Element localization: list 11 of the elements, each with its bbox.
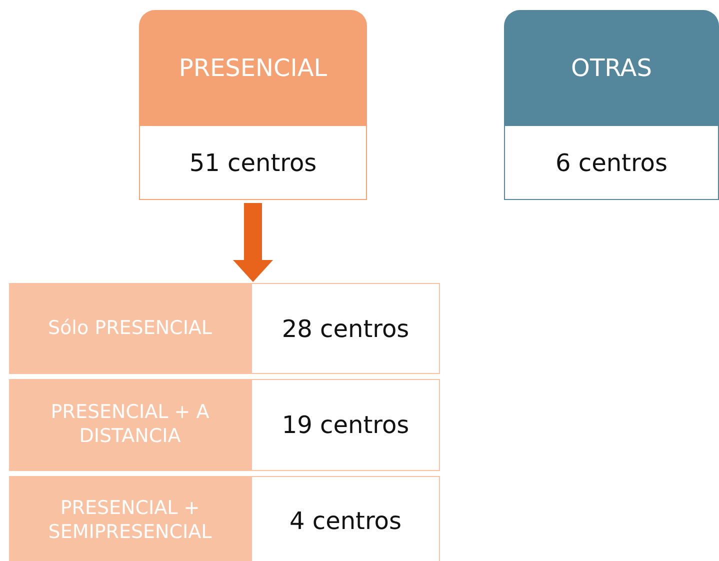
count-cell: 51 centros: [139, 125, 367, 200]
category-cell: PRESENCIAL + A DISTANCIA: [9, 379, 251, 471]
card-header: PRESENCIAL: [139, 10, 367, 125]
count-cell: 19 centros: [251, 379, 440, 471]
category-cell: PRESENCIAL + SEMIPRESENCIAL: [9, 476, 251, 561]
card-header: OTRAS: [504, 10, 719, 125]
category-cell: Sólo PRESENCIAL: [9, 283, 251, 374]
count-cell: 4 centros: [251, 476, 440, 561]
count-cell: 6 centros: [504, 125, 719, 200]
arrow: [233, 203, 273, 282]
count-cell: 28 centros: [251, 283, 440, 374]
